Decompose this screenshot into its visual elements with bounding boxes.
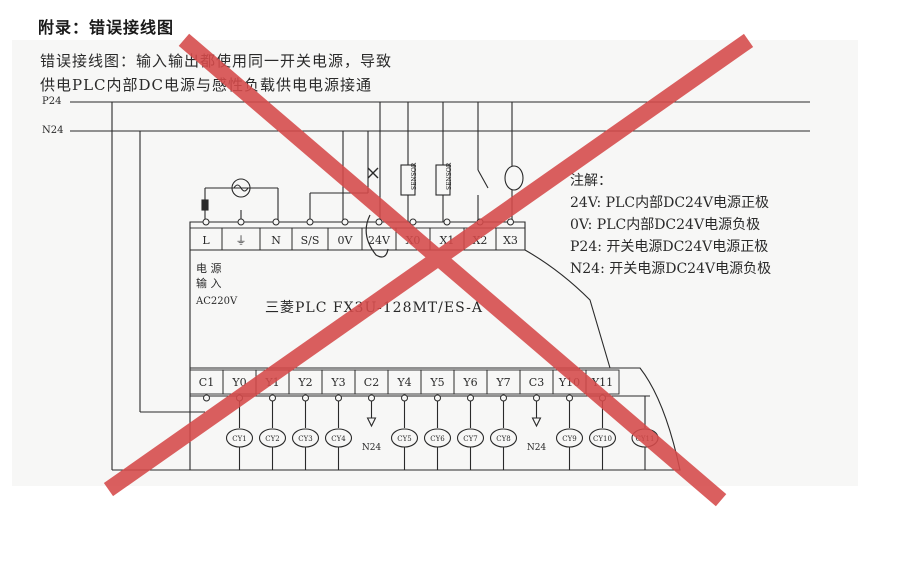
bottom-terminal-screw (434, 394, 441, 402)
bottom-terminal-label: C1 (199, 376, 214, 389)
page-title: 附录：错误接线图 (38, 18, 175, 37)
top-terminal-screw (443, 218, 451, 226)
bottom-terminal-screw (401, 394, 408, 402)
load-label: CY4 (331, 435, 346, 443)
bottom-terminal-label: Y3 (330, 376, 345, 389)
n24-arrow (531, 417, 542, 428)
bus-label-p24: P24 (42, 96, 62, 107)
top-terminal-label: X3 (503, 234, 518, 247)
power-label-line2: 输 入 (196, 276, 222, 290)
bottom-terminal-label: C3 (529, 376, 544, 389)
load-label: CY3 (298, 435, 312, 443)
top-terminal-label: S/S (301, 234, 320, 247)
load-label: CY5 (397, 435, 411, 443)
top-terminal-label: L (202, 234, 210, 247)
description-line-2: 供电PLC内部DC电源与感性负载供电电源接通 (40, 76, 373, 94)
load-label: CY1 (232, 435, 246, 443)
bottom-terminal-screw (203, 394, 210, 402)
bottom-terminal-screw (467, 394, 474, 402)
notes-header: 注解： (570, 173, 612, 189)
sensor-label: SENSOR (411, 162, 418, 190)
top-terminal-screw (375, 218, 383, 226)
load-label: CY9 (562, 435, 576, 443)
top-terminal-label: N (271, 234, 281, 247)
top-terminal-label: 24V (368, 234, 391, 247)
note-item: N24: 开关电源DC24V电源负极 (570, 261, 772, 277)
bottom-terminal-label: Y2 (297, 376, 312, 389)
bottom-terminal-screw (368, 394, 375, 402)
note-item: 24V: PLC内部DC24V电源正极 (570, 195, 769, 211)
bottom-terminal-label: Y7 (495, 376, 510, 389)
power-label-line3: AC220V (195, 296, 238, 307)
n24-label: N24 (527, 443, 547, 453)
bottom-terminal-screw (302, 394, 309, 402)
switch-contact (477, 169, 489, 189)
load-label: CY2 (265, 435, 279, 443)
load-label: CY10 (593, 435, 612, 443)
bottom-terminal-label: C2 (364, 376, 379, 389)
bottom-terminal-screw (566, 394, 573, 402)
top-terminal-screw (272, 218, 280, 226)
top-terminal-label: ⏚ (236, 234, 247, 247)
top-terminal-screw (306, 218, 314, 226)
power-label-line1: 电 源 (196, 261, 222, 275)
top-terminal-screw (507, 218, 514, 226)
top-terminal-screw (409, 218, 417, 226)
note-item: 0V: PLC内部DC24V电源负极 (570, 217, 761, 233)
bottom-terminal-screw (269, 394, 276, 402)
bottom-terminal-screw (500, 394, 507, 402)
note-item: P24: 开关电源DC24V电源正极 (570, 239, 769, 255)
load-label: CY6 (430, 435, 445, 443)
bottom-terminal-screw (335, 394, 342, 402)
bottom-terminal-label: Y4 (396, 376, 411, 389)
switch-symbol (504, 165, 524, 191)
ac-source-symbol (231, 178, 251, 198)
top-terminal-screw (202, 218, 210, 226)
top-terminal-screw (237, 218, 245, 226)
n24-arrow (366, 417, 377, 428)
error-cross-mark (103, 33, 754, 507)
bottom-terminal-label: Y5 (429, 376, 444, 389)
sensor-label: SENSOR (446, 162, 453, 190)
top-terminal-cell (495, 227, 526, 251)
load-label: CY8 (496, 435, 510, 443)
bus-label-n24: N24 (42, 125, 64, 136)
top-terminal-strip: L⏚NS/S0V24VX0X1X2X3 (189, 218, 526, 251)
bottom-terminal-screw (533, 394, 540, 402)
top-terminal-label: 0V (338, 234, 354, 247)
top-terminal-screw (341, 218, 349, 226)
bottom-terminal-label: Y6 (462, 376, 477, 389)
load-label: CY7 (463, 435, 477, 443)
n24-label: N24 (362, 443, 382, 453)
